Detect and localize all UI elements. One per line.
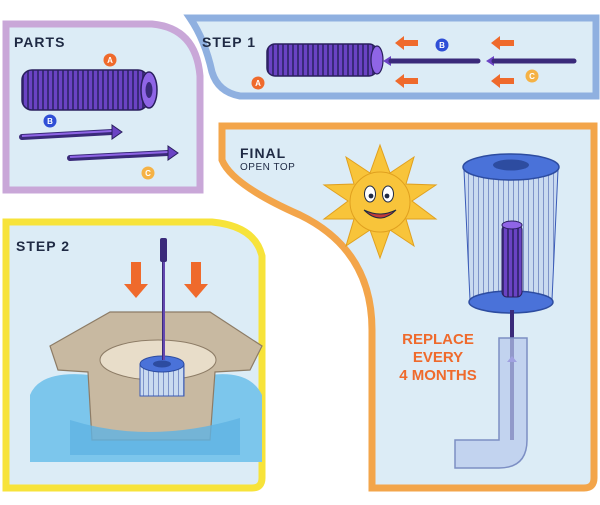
sun-face-icon [322, 143, 438, 260]
step1-cartridge-core [266, 43, 384, 77]
left-arrow-icon [395, 36, 418, 50]
parts-panel: PARTS A B C [2, 20, 204, 194]
filter-cartridge-icon [139, 355, 185, 397]
step1-panel: STEP 1 A B C [183, 14, 600, 100]
part-label-a: A [103, 53, 117, 67]
rod-c-part [67, 145, 179, 161]
final-filter-cartridge [462, 153, 560, 314]
left-arrow-icon [491, 36, 514, 50]
replace-line-3: 4 MONTHS [399, 367, 477, 384]
left-arrow-icon [395, 74, 418, 88]
final-title: FINAL [240, 145, 286, 161]
elbow-pipe-icon [454, 337, 528, 469]
replace-line-1: REPLACE [402, 331, 474, 348]
step2-rod [160, 238, 167, 360]
down-arrow-icon [124, 262, 148, 298]
step1-label-a: A [251, 76, 265, 90]
step1-title: STEP 1 [202, 34, 256, 50]
svg-text:C: C [145, 169, 151, 178]
svg-text:B: B [439, 41, 445, 50]
svg-text:B: B [47, 117, 53, 126]
step1-label-b: B [435, 38, 449, 52]
svg-text:A: A [107, 56, 113, 65]
replace-note: REPLACE EVERY 4 MONTHS [399, 331, 477, 384]
rod-b-part [19, 124, 123, 140]
replace-line-2: EVERY [413, 349, 463, 366]
svg-text:C: C [529, 72, 535, 81]
final-panel: FINAL OPEN TOP [218, 122, 598, 492]
step2-title: STEP 2 [16, 238, 70, 254]
final-inner-core [501, 220, 523, 298]
step1-rod-b [383, 56, 481, 66]
parts-title: PARTS [14, 34, 65, 50]
left-arrow-icon [491, 74, 514, 88]
part-label-b: B [43, 114, 57, 128]
down-arrow-icon [184, 262, 208, 298]
step2-panel: STEP 2 [2, 218, 266, 492]
step1-label-c: C [525, 69, 539, 83]
final-subtitle: OPEN TOP [240, 162, 295, 173]
step1-rod-c [486, 56, 577, 66]
svg-text:A: A [255, 79, 261, 88]
cartridge-core-part [21, 69, 158, 111]
part-label-c: C [141, 166, 155, 180]
